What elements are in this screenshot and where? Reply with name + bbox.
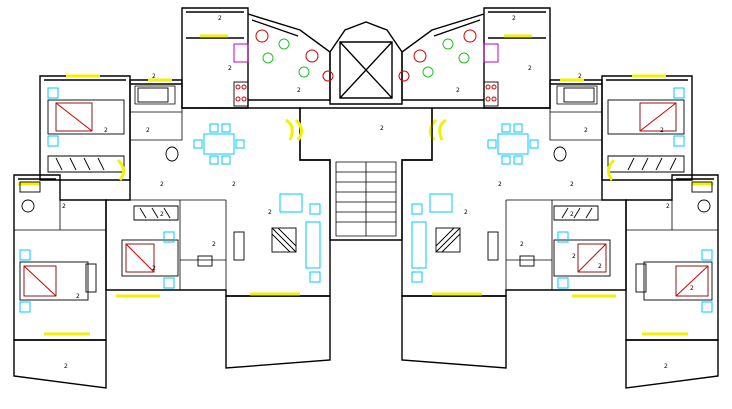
dining-table: [193, 123, 245, 165]
room-label: 2: [380, 125, 384, 132]
room-label: 2: [456, 87, 460, 94]
room-label: 2: [570, 211, 574, 218]
room-label: 2: [584, 127, 588, 134]
bed: [47, 87, 125, 147]
stove: [233, 43, 249, 107]
room-label: 2: [160, 211, 164, 218]
room-label: 2: [62, 203, 66, 210]
left-bath-walls: [130, 83, 183, 141]
room-label: 2: [520, 241, 524, 248]
door-swing: [429, 118, 438, 141]
room-label: 2: [218, 15, 222, 22]
room-label: 2: [464, 209, 468, 216]
wardrobe: [133, 205, 179, 221]
planter: [255, 29, 334, 82]
room-label: 2: [598, 263, 602, 270]
room-labels: 2 2 2 2 2 2 2 2 2 2 2 2 2 2 2 2 2 2 2 2 …: [62, 15, 694, 370]
room-label: 2: [570, 181, 574, 188]
staircase: [335, 161, 397, 237]
room-label: 2: [146, 127, 150, 134]
room-label: 2: [664, 363, 668, 370]
room-label: 2: [228, 65, 232, 72]
room-label: 2: [152, 265, 156, 272]
left-kitchen-walls: [181, 7, 249, 109]
room-label: 2: [666, 203, 670, 210]
tv-unit: [85, 263, 97, 293]
toilet: [21, 199, 35, 213]
room-label: 2: [578, 73, 582, 80]
room-label: 2: [297, 87, 301, 94]
room-label: 2: [498, 181, 502, 188]
wardrobe: [47, 155, 125, 173]
toilet: [165, 146, 179, 162]
room-label: 2: [690, 285, 694, 292]
desk-chair: [197, 255, 213, 267]
bed: [121, 231, 179, 289]
room-label: 2: [212, 241, 216, 248]
door-swing: [285, 118, 294, 141]
room-label: 2: [660, 127, 664, 134]
left-partitions: [14, 199, 227, 290]
bathtub: [137, 87, 169, 103]
right-apartment: [398, 7, 719, 389]
left-apartment: [13, 7, 403, 389]
room-label: 2: [232, 181, 236, 188]
left-lower-balcony: [225, 295, 331, 369]
room-label: 2: [104, 127, 108, 134]
room-label: 2: [76, 293, 80, 300]
sofa-set: [233, 193, 321, 283]
door-swing: [116, 158, 125, 181]
center-entry-tower: [329, 21, 403, 105]
room-label: 2: [572, 253, 576, 260]
bed: [19, 249, 89, 313]
room-label: 2: [64, 363, 68, 370]
bathtub: [19, 181, 41, 193]
central-core: [294, 107, 438, 241]
room-label: 2: [268, 209, 272, 216]
room-label: 2: [160, 181, 164, 188]
left-balcony-walls: [13, 339, 107, 389]
room-label: 2: [512, 15, 516, 22]
room-label: 2: [528, 65, 532, 72]
room-label: 2: [152, 73, 156, 80]
door-swing: [294, 118, 303, 141]
